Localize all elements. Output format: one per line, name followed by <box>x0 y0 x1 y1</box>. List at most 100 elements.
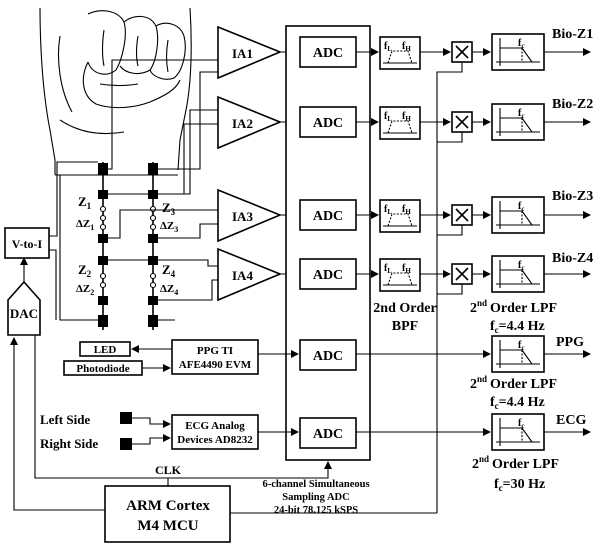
dz4-label: ΔZ4 <box>160 283 178 297</box>
svg-text:ADC: ADC <box>313 46 343 61</box>
right-electrode <box>120 438 132 450</box>
svg-text:fc: fc <box>518 108 524 120</box>
electrode-right-6 <box>148 315 158 327</box>
svg-text:fc: fc <box>518 260 524 272</box>
dz3-label: ΔZ3 <box>160 220 178 234</box>
ia1-label: IA1 <box>232 46 253 61</box>
ecg-line1: ECG Analog <box>185 420 245 432</box>
svg-text:fL: fL <box>384 263 392 275</box>
mcu-block <box>104 485 231 543</box>
dz2-label: ΔZ2 <box>76 283 94 297</box>
photodiode-label: Photodiode <box>76 363 129 375</box>
electrode-right-5 <box>148 296 158 305</box>
ia3-label: IA3 <box>232 209 253 224</box>
led-block <box>79 341 131 357</box>
electrode-left-1 <box>98 163 108 175</box>
left-side-label: Left Side <box>40 412 90 427</box>
hand-illustration <box>39 7 192 176</box>
led-label: LED <box>94 344 117 356</box>
impedance-labels: Z1 ΔZ1 Z2 ΔZ2 Z3 ΔZ3 Z4 ΔZ4 <box>76 194 178 297</box>
dac-label: DAC <box>10 306 38 321</box>
bpf-2: fL fH <box>379 106 421 140</box>
output-bio-z3: Bio-Z3 <box>552 189 593 204</box>
multiplier-blocks <box>451 41 473 285</box>
electrode-left-3 <box>98 234 108 243</box>
adc-4 <box>299 258 357 290</box>
svg-text:fc: fc <box>518 418 524 430</box>
output-labels: Bio-Z1 Bio-Z2 Bio-Z3 Bio-Z4 PPG ECG <box>552 27 593 428</box>
adc-enclosure <box>285 25 371 461</box>
ppg-afe-line2: AFE4490 EVM <box>179 359 252 371</box>
ia4-label: IA4 <box>232 268 253 283</box>
bpf-blocks: fL fH fL fH fL fH fL fH <box>379 36 421 292</box>
svg-text:fc: fc <box>518 340 524 352</box>
ecg-line2: Devices AD8232 <box>177 434 253 446</box>
lpf-fc-3: fc=30 Hz <box>494 477 545 493</box>
electrode-left-2 <box>98 190 108 199</box>
electrode-left-5 <box>98 296 108 305</box>
lpf-4: fc <box>491 255 545 293</box>
svg-text:fc: fc <box>518 38 524 50</box>
lpf-2: fc <box>491 103 545 141</box>
lpf-6: fc <box>491 413 545 451</box>
svg-text:ADC: ADC <box>313 209 343 224</box>
dac-block <box>7 280 41 336</box>
svg-text:fc: fc <box>518 201 524 213</box>
svg-text:fH: fH <box>402 263 411 275</box>
adc-6 <box>299 417 357 449</box>
right-side-label: Right Side <box>40 436 98 451</box>
svg-text:24-bit 78.125 kSPS: 24-bit 78.125 kSPS <box>274 505 358 516</box>
output-bio-z4: Bio-Z4 <box>552 251 593 266</box>
clk-label: CLK <box>155 463 182 477</box>
v-to-i-label: V-to-I <box>12 237 43 251</box>
adc-caption: 6-channel Simultaneous Sampling ADC 24-b… <box>262 479 369 516</box>
adc-3 <box>299 199 357 231</box>
lpf-5: fc <box>491 335 545 373</box>
lpf-3: fc <box>491 196 545 234</box>
ia2-amplifier <box>217 95 283 150</box>
z2-label: Z2 <box>78 262 92 279</box>
output-ppg: PPG <box>556 335 584 350</box>
z3-label: Z3 <box>162 200 176 217</box>
svg-text:6-channel Simultaneous: 6-channel Simultaneous <box>262 479 369 490</box>
mcu-line2: M4 MCU <box>137 518 198 534</box>
left-electrode <box>120 412 132 424</box>
bpf-caption-line1: 2nd Order <box>373 301 436 316</box>
output-ecg: ECG <box>556 413 586 428</box>
lpf-fc-2: fc=4.4 Hz <box>490 395 545 411</box>
output-bio-z1: Bio-Z1 <box>552 27 593 42</box>
bpf-caption-line2: BPF <box>392 319 418 334</box>
svg-text:fL: fL <box>384 111 392 123</box>
ia4-amplifier <box>217 247 283 302</box>
bpf-1: fL fH <box>379 36 421 70</box>
ppg-afe-block <box>171 339 259 375</box>
electrode-right-3 <box>148 234 158 243</box>
lpf-1: fc <box>491 33 545 71</box>
svg-text:fH: fH <box>402 204 411 216</box>
svg-text:ADC: ADC <box>313 349 343 364</box>
svg-text:ADC: ADC <box>313 268 343 283</box>
electrode-right-1 <box>148 163 158 175</box>
svg-text:fL: fL <box>384 41 392 53</box>
dz1-label: ΔZ1 <box>76 218 94 232</box>
z4-label: Z4 <box>162 262 176 279</box>
electrode-strips <box>98 162 158 330</box>
electrode-wiring <box>55 59 218 321</box>
ppg-afe-line1: PPG TI <box>197 345 233 357</box>
adc-1 <box>299 36 357 68</box>
svg-text:fL: fL <box>384 204 392 216</box>
svg-text:fH: fH <box>402 111 411 123</box>
output-bio-z2: Bio-Z2 <box>552 97 593 112</box>
z1-label: Z1 <box>78 194 92 211</box>
ia3-amplifier <box>217 188 283 243</box>
svg-text:ADC: ADC <box>313 116 343 131</box>
adc-5 <box>299 339 357 371</box>
svg-text:ADC: ADC <box>313 427 343 442</box>
ia1-amplifier <box>217 25 283 80</box>
svg-text:fH: fH <box>402 41 411 53</box>
svg-text:Sampling ADC: Sampling ADC <box>282 492 349 503</box>
